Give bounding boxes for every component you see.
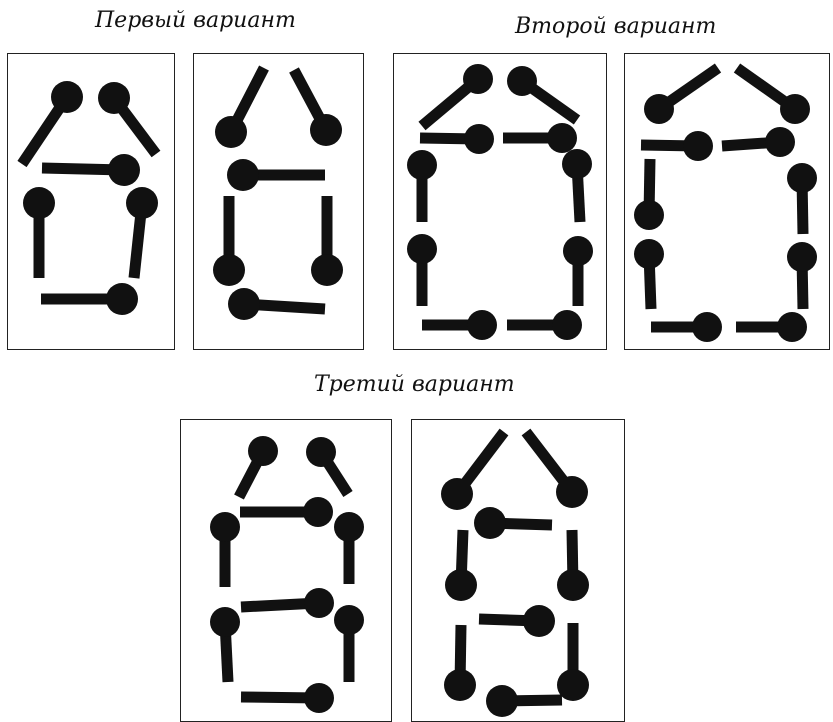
v1-panel-a: [7, 53, 175, 350]
match-right-upper: [562, 149, 592, 223]
v3-panel-b: [411, 419, 625, 722]
caption-variant-3: Третий вариант: [314, 372, 515, 397]
match-right-lower: [563, 236, 593, 306]
match-bottom: [228, 288, 326, 320]
match-bottom: [41, 283, 138, 315]
match-right-1: [334, 512, 364, 584]
v1-panel-a-drawing: [17, 81, 161, 315]
match-roof-right: [289, 67, 342, 146]
match-right-upper: [787, 163, 817, 235]
match-right: [126, 187, 158, 279]
match-roof-right: [306, 437, 353, 497]
match-top: [227, 159, 325, 191]
v2-panel-b: [624, 53, 830, 350]
match-left-1: [210, 512, 240, 587]
match-bottom: [486, 685, 563, 717]
match-roof-right: [98, 82, 161, 158]
match-left: [23, 187, 55, 278]
match-top: [474, 507, 553, 539]
caption-variant-2: Второй вариант: [515, 14, 717, 39]
match-right-lower: [787, 242, 817, 310]
match-left: [213, 196, 245, 286]
match-roof-left: [418, 64, 493, 131]
v3-panel-b-drawing: [441, 428, 589, 717]
match-bottom-left: [422, 310, 497, 340]
caption-variant-1: Первый вариант: [95, 8, 296, 33]
match-left-2: [444, 624, 476, 701]
match-roof-left: [234, 436, 278, 500]
match-bottom-right: [507, 310, 582, 340]
v2-panel-b-drawing: [634, 63, 817, 342]
match-left-upper: [407, 150, 437, 222]
v2-panel-a: [393, 53, 607, 350]
match-roof-left: [441, 428, 509, 510]
v3-panel-a: [180, 419, 392, 722]
match-bottom: [240, 683, 334, 713]
match-top-right: [503, 123, 577, 153]
match-roof-left: [215, 65, 269, 148]
match-right-2: [557, 623, 589, 701]
match-top-right: [721, 127, 795, 157]
match-roof-right: [733, 63, 810, 124]
match-top-left: [640, 131, 713, 161]
match-roof-left: [17, 81, 83, 168]
match-left-1: [445, 529, 477, 601]
match-top-1: [240, 497, 333, 527]
match-right-1: [557, 529, 589, 601]
match-right: [311, 196, 343, 286]
match-bottom-right: [736, 312, 807, 342]
match-roof-right: [507, 66, 581, 125]
match-left-lower: [407, 234, 437, 306]
match-right-2: [334, 605, 364, 682]
v3-panel-a-drawing: [210, 436, 364, 713]
match-bottom-left: [651, 312, 722, 342]
match-top-left: [419, 124, 494, 154]
match-top: [41, 154, 140, 186]
v1-panel-b-drawing: [213, 65, 343, 320]
match-roof-right: [521, 428, 588, 508]
match-roof-left: [644, 63, 722, 124]
v2-panel-a-drawing: [407, 64, 593, 340]
match-mid: [478, 605, 555, 637]
v1-panel-b: [193, 53, 364, 350]
match-left-lower: [634, 239, 664, 310]
match-left-upper: [634, 158, 664, 230]
match-mid: [240, 588, 334, 618]
match-left-2: [210, 607, 240, 683]
